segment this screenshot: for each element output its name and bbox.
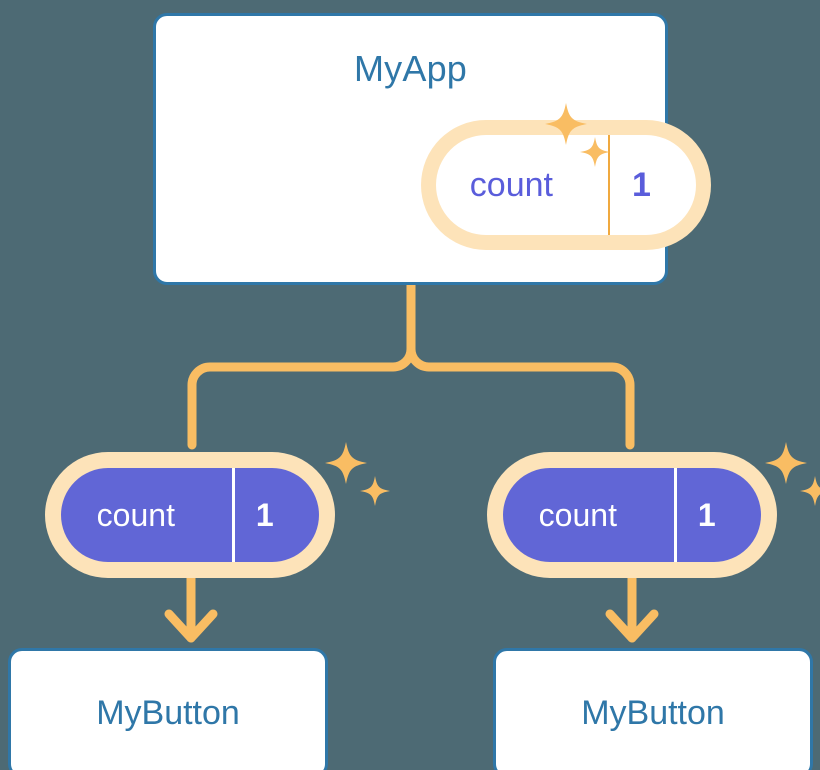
state-pill-app-inner: count 1 (436, 135, 696, 235)
state-key-label: count (96, 496, 175, 533)
pill-divider (608, 135, 610, 235)
state-pill-app[interactable]: count 1 (421, 120, 711, 250)
page-title: MyApp (353, 48, 468, 89)
state-pill-child-left[interactable]: count 1 (45, 452, 335, 578)
state-value-label: 1 (697, 496, 716, 533)
pill-divider (674, 468, 677, 562)
sparkle-icon (765, 442, 807, 484)
arrow-left-head (164, 609, 218, 643)
mybutton-box-left[interactable]: MyButton (8, 648, 328, 770)
mybutton-label: MyButton (96, 693, 240, 732)
sparkle-small-icon (800, 476, 820, 506)
mybutton-label: MyButton (581, 693, 725, 732)
app-card[interactable]: MyApp count 1 (153, 13, 711, 285)
state-pill-child-right-inner: count 1 (503, 468, 761, 562)
state-pill-child-left-inner: count 1 (61, 468, 319, 562)
mybutton-box-right[interactable]: MyButton (493, 648, 813, 770)
arrow-right-head (605, 609, 659, 643)
state-key-label: count (469, 165, 553, 204)
state-value-label: 1 (255, 496, 274, 533)
state-pill-child-right[interactable]: count 1 (487, 452, 777, 578)
connector-split (187, 348, 635, 450)
state-value-label: 1 (631, 165, 651, 204)
pill-divider (232, 468, 235, 562)
sparkle-icon (325, 442, 367, 484)
state-key-label: count (538, 496, 617, 533)
sparkle-small-icon (360, 476, 390, 506)
